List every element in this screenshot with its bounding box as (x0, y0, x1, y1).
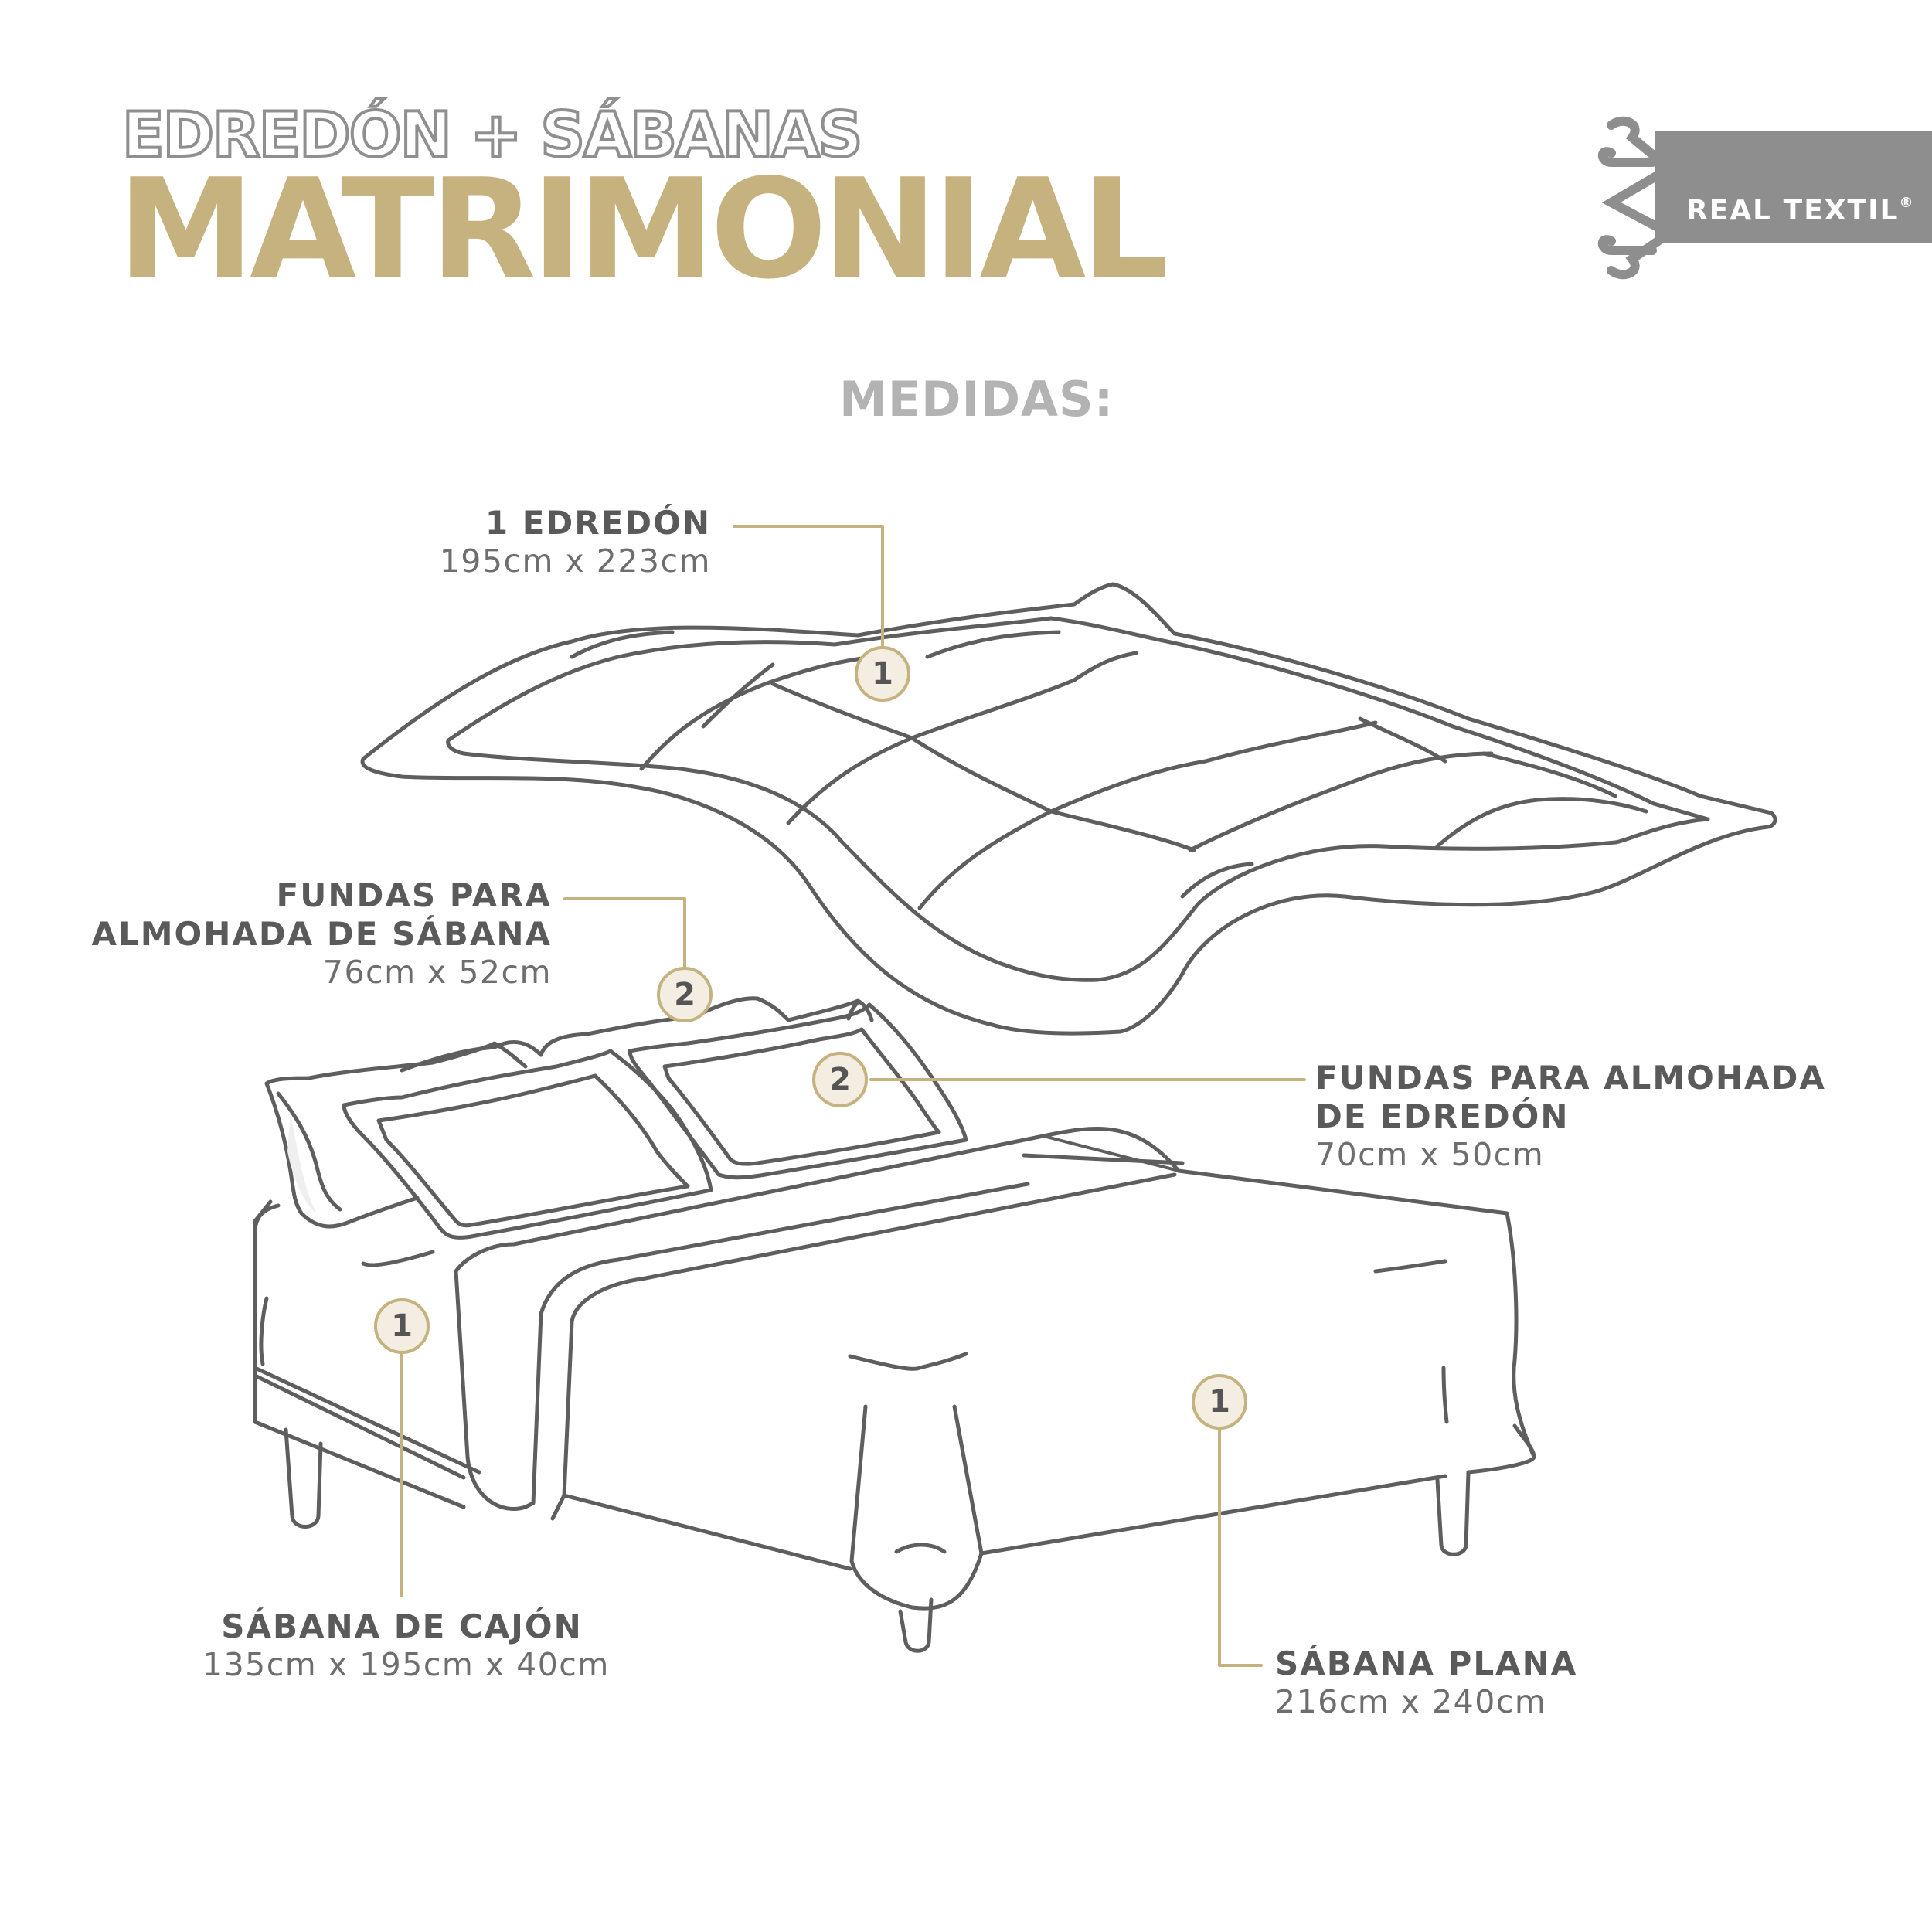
pillow-shadow (287, 1113, 317, 1213)
label-sabana-plana: SÁBANA PLANA 216cm x 240cm (1275, 1645, 1578, 1720)
logo-banner (1655, 131, 1932, 243)
leader-lines (400, 525, 1306, 1667)
title-top: EDREDÓN + SÁBANAS (121, 97, 864, 172)
badge-sabana-cajon: 1 (374, 1298, 430, 1354)
badge-edredon: 1 (855, 646, 910, 702)
label-fundas-sabana: FUNDAS PARA ALMOHADA DE SÁBANA 76cm x 52… (91, 876, 552, 991)
label-sabana-cajon: SÁBANA DE CAJÓN 135cm x 195cm x 40cm (202, 1607, 610, 1683)
page-title: MATRIMONIAL (117, 149, 1169, 309)
flat-sheet-drawing (454, 1127, 1536, 1611)
label-edredon: 1 EDREDÓN 195cm x 223cm (439, 504, 711, 580)
badge-sabana-plana: 1 (1192, 1374, 1247, 1430)
bed-drawing (253, 1199, 1536, 1653)
real-textil-logo-mark (1597, 116, 1679, 280)
pillows-drawing (264, 996, 968, 1240)
label-fundas-edredon: FUNDAS PARA ALMOHADA DE EDREDÓN 70cm x 5… (1315, 1059, 1826, 1173)
badge-fundas-sabana: 2 (657, 967, 713, 1022)
badge-fundas-edredon: 2 (812, 1052, 868, 1107)
comforter-drawing (360, 582, 1777, 1036)
brand-name: REAL TEXTIL® (1686, 195, 1915, 226)
section-label: MEDIDAS: (839, 371, 1114, 427)
